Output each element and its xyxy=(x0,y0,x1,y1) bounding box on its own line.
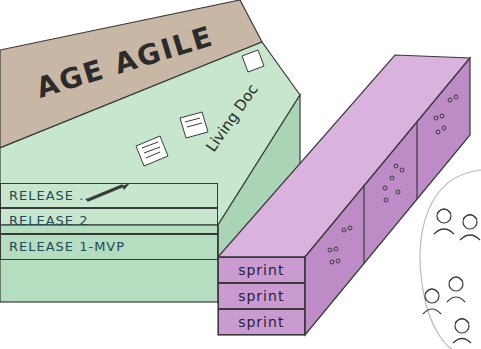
band-label: sprint xyxy=(238,314,284,330)
sprint-band: sprint xyxy=(218,283,305,309)
sprint-band: sprint xyxy=(218,257,305,283)
release-band: RELEASE 1-MVP xyxy=(0,234,218,260)
block-front xyxy=(0,225,218,302)
sprint-block-front xyxy=(218,257,305,335)
team-circle xyxy=(420,170,481,349)
band-label: RELEASE 2 xyxy=(9,213,88,228)
band-label: RELEASE ... xyxy=(9,188,95,203)
segment-divider xyxy=(416,122,417,199)
band-label: RELEASE 1-MVP xyxy=(9,239,125,254)
block-label: Living Doc xyxy=(202,81,262,155)
release-band: RELEASE ... xyxy=(0,183,218,208)
band-label: sprint xyxy=(238,288,284,304)
sprint-block-side xyxy=(305,58,470,335)
release-band: RELEASE 2 xyxy=(0,208,218,234)
team-people xyxy=(423,209,480,343)
band-label: sprint xyxy=(238,262,284,278)
block-label: AGE AGILE xyxy=(32,19,217,104)
sprint-band: sprint xyxy=(218,309,305,335)
team-dots xyxy=(328,95,458,264)
segment-divider xyxy=(363,185,364,263)
